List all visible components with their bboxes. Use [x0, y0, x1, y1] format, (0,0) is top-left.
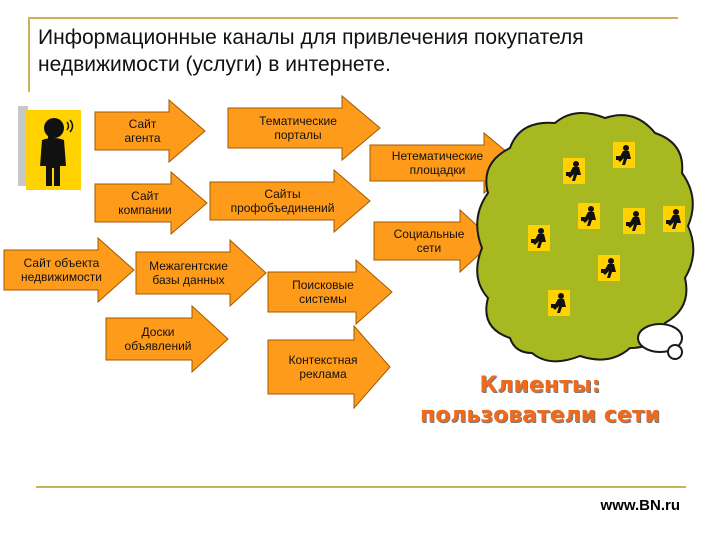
- person-at-computer-icon: [663, 206, 685, 232]
- arrow-label: Межагентские базы данных: [149, 259, 228, 287]
- clients-cloud: [476, 112, 695, 363]
- agent-icon-shadow: [18, 106, 28, 186]
- page-title: Информационные каналы для привлечения по…: [38, 26, 584, 76]
- person-at-computer-icon: [623, 208, 645, 234]
- arrow-label: Сайт агента: [124, 117, 161, 145]
- arrow-search-engines: Поисковые системы: [267, 258, 393, 326]
- arrow-label: Сайт объекта недвижимости: [21, 256, 102, 284]
- arrow-label: Сайты профобъединений: [230, 187, 335, 215]
- cloud-bubble-small: [667, 344, 683, 360]
- arrow-context-ads: Контекстная реклама: [267, 324, 391, 410]
- arrow-shape: [94, 98, 206, 164]
- arrow-boards: Доски объявлений: [105, 304, 229, 374]
- left-rule: [28, 17, 30, 92]
- arrow-label: Социальные сети: [393, 227, 465, 255]
- arrow-social: Социальные сети: [373, 208, 495, 274]
- arrow-shape: [267, 324, 391, 410]
- person-at-computer-icon: [578, 203, 600, 229]
- arrow-shape: [135, 238, 267, 308]
- agent-icon-box: [18, 106, 82, 190]
- person-at-computer-icon: [563, 158, 585, 184]
- clients-label-text: Клиенты: пользователи сети: [420, 373, 660, 428]
- arrow-shape: [227, 94, 381, 162]
- arrow-thematic-portals: Тематические порталы: [227, 94, 381, 162]
- person-at-computer-icon: [548, 290, 570, 316]
- arrow-site-agent: Сайт агента: [94, 98, 206, 164]
- arrow-site-company: Сайт компании: [94, 170, 208, 236]
- arrow-label: Контекстная реклама: [288, 353, 358, 381]
- arrow-prof-sites: Сайты профобъединений: [209, 168, 371, 234]
- arrow-interagency-db: Межагентские базы данных: [135, 238, 267, 308]
- top-rule: [28, 17, 678, 19]
- cloud-bubble-large: [637, 323, 683, 353]
- arrow-label: Нетематические площадки: [391, 149, 484, 177]
- arrow-shape: [267, 258, 393, 326]
- arrow-site-object: Сайт объекта недвижимости: [3, 236, 135, 304]
- person-at-computer-icon: [598, 255, 620, 281]
- arrow-shape: [209, 168, 371, 234]
- clients-label: Клиенты: пользователи сети: [400, 371, 680, 431]
- arrow-label: Поисковые системы: [292, 278, 354, 306]
- arrow-shape: [105, 304, 229, 374]
- arrow-shape: [373, 208, 495, 274]
- arrow-label: Тематические порталы: [259, 114, 337, 142]
- arrow-shape: [3, 236, 135, 304]
- arrow-non-thematic: Нетематические площадки: [369, 131, 521, 195]
- arrow-label: Доски объявлений: [124, 325, 192, 353]
- arrow-label: Сайт компании: [118, 189, 172, 217]
- footer-url: www.BN.ru: [600, 497, 680, 514]
- person-at-computer-icon: [613, 142, 635, 168]
- person-with-phone-icon: [40, 118, 74, 186]
- person-at-computer-icon: [528, 225, 550, 251]
- arrow-shape: [94, 170, 208, 236]
- bottom-rule: [36, 486, 686, 488]
